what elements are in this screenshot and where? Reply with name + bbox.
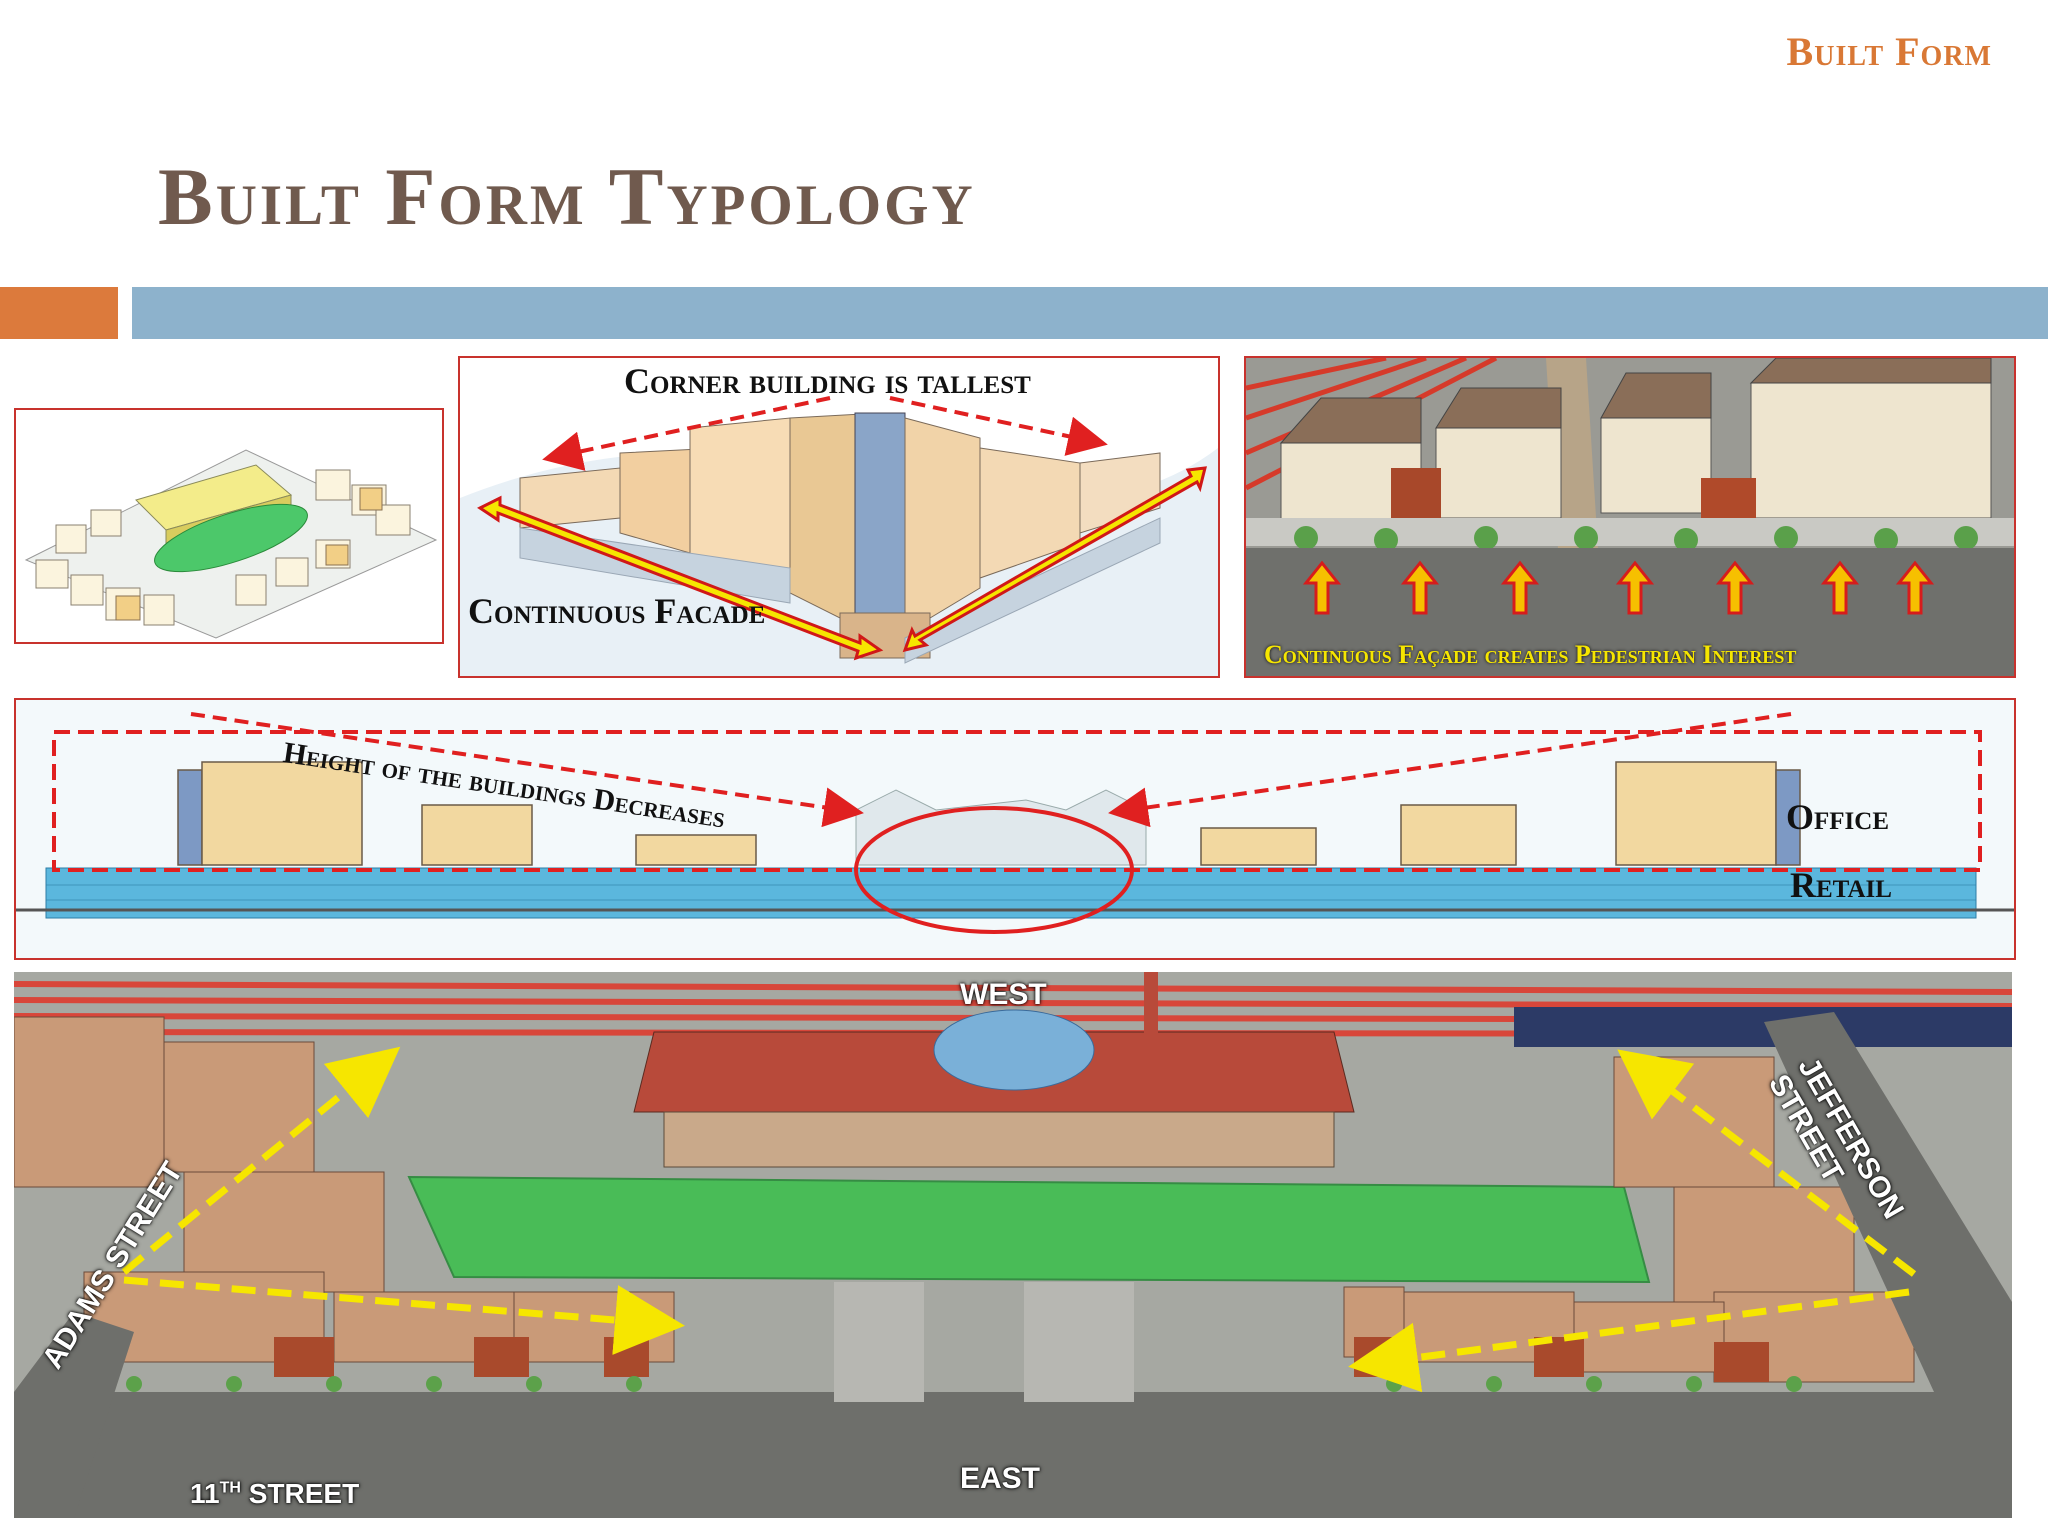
accent-bar-blue [132,287,2048,339]
corner-building-illustration [460,396,1218,676]
block-sketch-illustration [24,449,438,639]
aerial-perspective-panel: Continuous Façade creates Pedestrian Int… [1244,356,2016,678]
block-sketch-panel [14,408,444,644]
street-elevation-panel: Height of the buildings Decreases Office… [14,698,2016,960]
label-11th-number: 11 [190,1478,220,1509]
section-tag: Built Form [1786,29,1992,74]
site-plan-panel: WEST EAST ADAMS STREET JEFFERSON STREET … [14,972,2012,1518]
corner-caption-top: Corner building is tallest [624,361,1031,401]
corner-building-panel: Corner building is tallest Continuous Fa… [458,356,1220,678]
corner-caption-left: Continuous Facade [468,591,766,631]
slide-title: Built Form Typology [158,151,976,242]
label-11th-street: 11TH STREET [190,1478,359,1510]
label-11th-suffix: TH [219,1479,241,1497]
street-elevation-illustration [16,700,2014,958]
label-11th-word: STREET [240,1478,360,1509]
label-east: EAST [960,1462,1041,1495]
accent-bar-orange [0,287,118,339]
label-retail: Retail [1790,865,1892,905]
label-west: WEST [960,978,1047,1011]
site-plan-illustration [14,972,2012,1518]
aerial-caption: Continuous Façade creates Pedestrian Int… [1264,640,1797,669]
aerial-perspective-image [1246,358,2014,676]
label-office: Office [1786,797,1890,837]
